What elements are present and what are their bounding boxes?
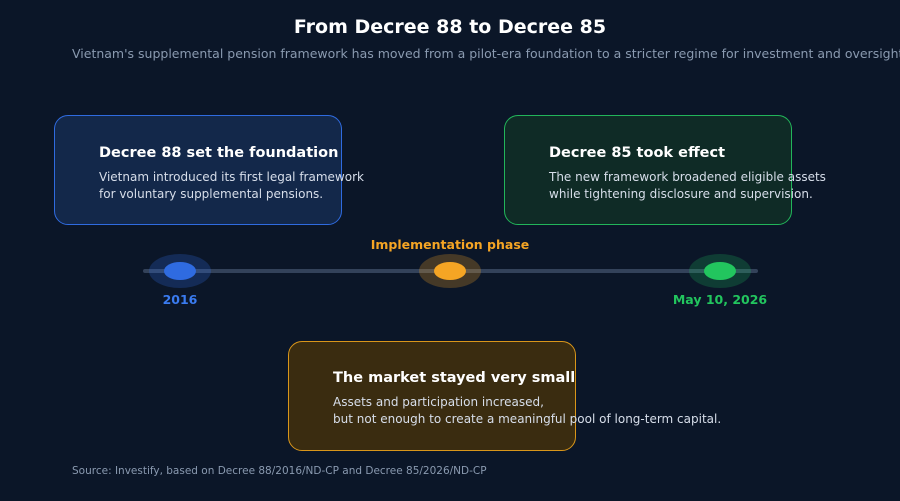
source-note: Source: Investify, based on Decree 88/20… [72, 465, 487, 477]
card-decree-85-line-1: The new framework broadened eligible ass… [549, 170, 826, 184]
timeline-end-label: May 10, 2026 [672, 292, 768, 307]
timeline-middle-label: Implementation phase [370, 237, 530, 252]
card-decree-88-line-1: Vietnam introduced its first legal frame… [99, 170, 364, 184]
card-decree-88: Decree 88 set the foundation Vietnam int… [54, 115, 364, 225]
timeline-start-label: 2016 [162, 292, 198, 307]
card-market-line-2: but not enough to create a meaningful po… [333, 412, 722, 426]
card-decree-85-body: The new framework broadened eligible ass… [549, 169, 826, 203]
card-market-title: The market stayed very small [333, 370, 576, 386]
card-market-body: Assets and participation increased, but … [333, 394, 721, 428]
card-market-line-1: Assets and participation increased, [333, 395, 544, 409]
page-title: From Decree 88 to Decree 85 [293, 16, 607, 38]
card-decree-88-body: Vietnam introduced its first legal frame… [99, 169, 364, 203]
timeline-node-middle [434, 262, 466, 280]
card-decree-85: Decree 85 took effect The new framework … [504, 115, 826, 225]
card-decree-85-line-2: while tightening disclosure and supervis… [549, 187, 813, 201]
card-decree-85-title: Decree 85 took effect [549, 145, 726, 161]
timeline-node-start [164, 262, 196, 280]
page-subtitle: Vietnam's supplemental pension framework… [72, 46, 900, 61]
card-decree-88-line-2: for voluntary supplemental pensions. [99, 187, 324, 201]
card-market: The market stayed very small Assets and … [288, 341, 721, 451]
card-decree-88-title: Decree 88 set the foundation [99, 145, 339, 161]
timeline-node-end [704, 262, 736, 280]
